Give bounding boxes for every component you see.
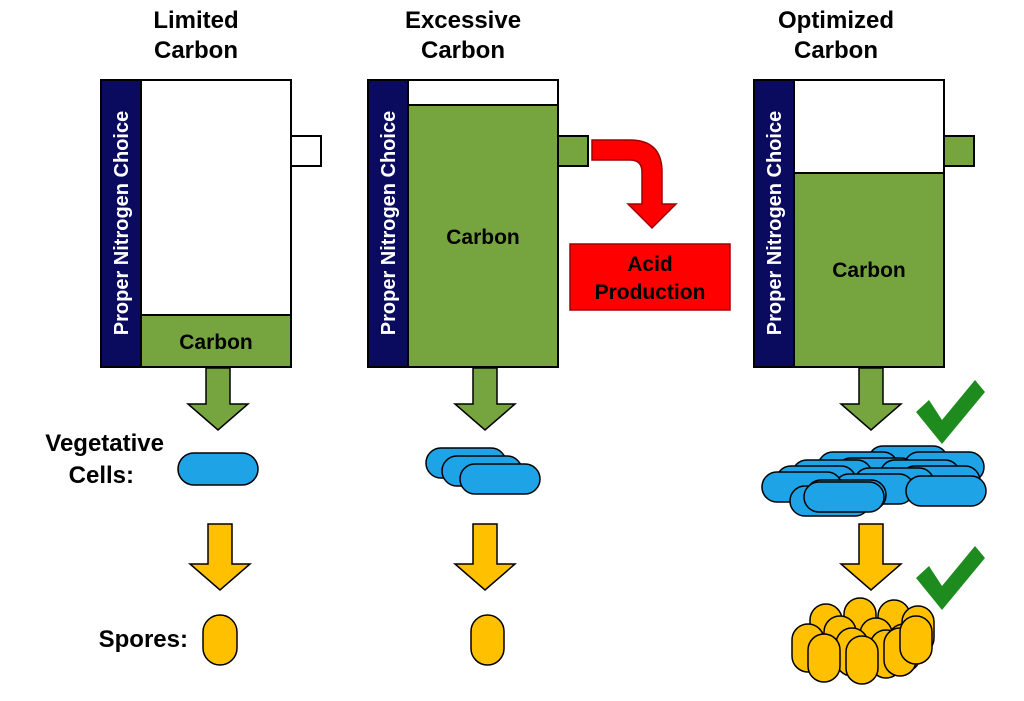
- tank-excessive-carbon: [407, 104, 559, 368]
- vegetative-cells-limited: [177, 452, 259, 486]
- spores-text: Spores:: [98, 626, 188, 653]
- title-limited-carbon: Limited Carbon: [86, 6, 306, 66]
- tank-optimized: Carbon Proper Nitrogen Choice: [753, 79, 975, 368]
- spore: [899, 615, 933, 665]
- spore: [845, 635, 879, 685]
- title-optimized-carbon: Optimized Carbon: [726, 6, 946, 66]
- green-arrow-limited: [185, 367, 251, 431]
- title-excessive-line2: Carbon: [421, 37, 505, 64]
- vegetative-cell: [803, 481, 885, 513]
- acid-production-line2: Production: [595, 281, 706, 304]
- tank-limited: Carbon Proper Nitrogen Choice: [100, 79, 322, 368]
- vegetative-cells-excessive: [425, 447, 541, 495]
- green-arrow-optimized: [838, 367, 904, 431]
- green-arrow-excessive: [452, 367, 518, 431]
- tank-excessive: Carbon Proper Nitrogen Choice: [367, 79, 589, 368]
- orange-arrow-excessive: [452, 523, 518, 591]
- title-optimized-line1: Optimized: [777, 7, 894, 34]
- vegetative-cell: [459, 463, 541, 495]
- title-limited-line2: Carbon: [154, 37, 238, 64]
- orange-arrow-limited: [187, 523, 253, 591]
- vegetative-cells-label: Vegetative Cells:: [10, 428, 164, 492]
- spore: [807, 633, 841, 683]
- tank-limited-carbon-label: Carbon: [179, 331, 253, 354]
- spore-limited: [202, 614, 238, 666]
- check-icon-spores: [916, 546, 985, 610]
- check-icon-vegetative: [916, 380, 985, 444]
- acid-curved-arrow: [591, 139, 678, 230]
- tank-excessive-outlet: [557, 135, 589, 167]
- title-excessive-carbon: Excessive Carbon: [353, 6, 573, 66]
- vegetative-cell: [905, 475, 987, 507]
- tank-limited-nitrogen-bar: [100, 79, 142, 368]
- tank-limited-carbon: [140, 314, 292, 368]
- spores-label: Spores:: [40, 624, 188, 656]
- acid-production-line1: Acid: [627, 253, 673, 276]
- tank-excessive-nitrogen-label: Proper Nitrogen Choice: [378, 111, 400, 335]
- tank-excessive-carbon-label: Carbon: [446, 226, 520, 249]
- orange-arrow-optimized: [838, 523, 904, 591]
- title-limited-line1: Limited: [153, 7, 239, 34]
- tank-optimized-carbon: [793, 172, 945, 368]
- tank-optimized-nitrogen-label: Proper Nitrogen Choice: [764, 111, 786, 335]
- tank-optimized-carbon-label: Carbon: [832, 259, 906, 282]
- tank-limited-nitrogen-label: Proper Nitrogen Choice: [111, 111, 133, 335]
- acid-production-box: [569, 243, 731, 311]
- tank-optimized-outlet: [943, 135, 975, 167]
- tank-limited-outlet: [290, 135, 322, 167]
- tank-optimized-nitrogen-bar: [753, 79, 795, 368]
- vegetative-line2: Cells:: [68, 462, 134, 489]
- title-optimized-line2: Carbon: [794, 37, 878, 64]
- spores-optimized: [791, 597, 935, 685]
- spore-excessive: [470, 614, 505, 666]
- vegetative-cell: [177, 452, 259, 486]
- vegetative-line1: Vegetative: [45, 430, 164, 457]
- vegetative-cells-optimized: [761, 445, 987, 517]
- tank-excessive-nitrogen-bar: [367, 79, 409, 368]
- title-excessive-line1: Excessive: [404, 7, 522, 34]
